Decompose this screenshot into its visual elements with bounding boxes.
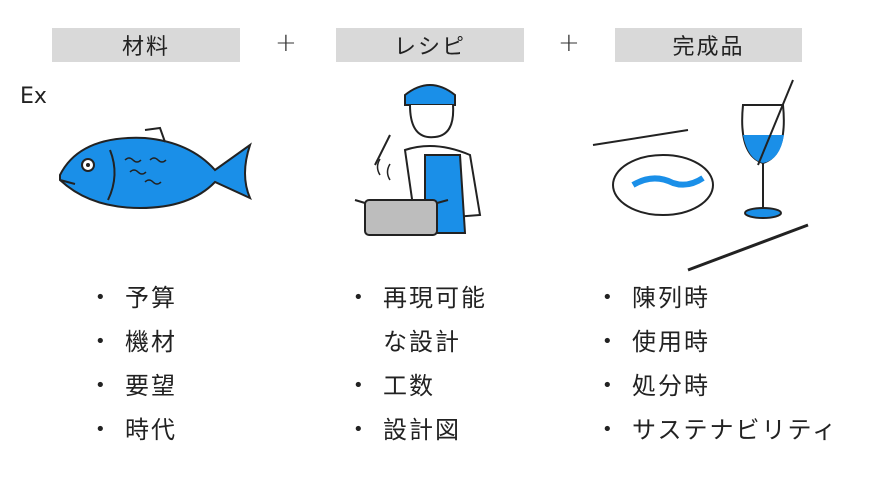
chef-cooking-illustration: [354, 84, 482, 236]
list-item: • 要望: [95, 370, 177, 414]
recipe-list: • 再現可能 な設計 • 工数 • 設計図: [353, 282, 487, 458]
item-text: 再現可能: [383, 284, 487, 312]
example-label: Ex: [20, 84, 47, 109]
list-item: • 設計図: [353, 414, 487, 458]
bullet: •: [95, 419, 108, 440]
item-text: サステナビリティ: [632, 416, 839, 444]
bullet: •: [602, 331, 615, 352]
plated-dish-illustration: [592, 79, 809, 272]
item-text: 使用時: [632, 328, 710, 356]
plus-sign: +: [558, 28, 580, 58]
header-ingredients: 材料: [52, 28, 240, 62]
list-item: • 陳列時: [602, 282, 838, 326]
list-item: • サステナビリティ: [602, 414, 838, 458]
list-item-continuation: な設計: [353, 326, 487, 370]
item-text: 要望: [125, 372, 177, 400]
bullet: •: [353, 287, 366, 308]
bullet: •: [602, 287, 615, 308]
list-item: • 機材: [95, 326, 177, 370]
ingredients-list: • 予算 • 機材 • 要望 • 時代: [95, 282, 177, 458]
list-item: • 再現可能: [353, 282, 487, 326]
item-text: 時代: [125, 416, 177, 444]
fish-illustration: [59, 126, 252, 210]
item-text: 機材: [125, 328, 177, 356]
item-text: 予算: [125, 284, 177, 312]
bullet: •: [95, 287, 108, 308]
bullet: •: [602, 419, 615, 440]
plus-sign: +: [275, 28, 297, 58]
header-finished-product: 完成品: [615, 28, 802, 62]
bullet: •: [353, 419, 366, 440]
bullet: •: [95, 375, 108, 396]
list-item: • 時代: [95, 414, 177, 458]
list-item: • 予算: [95, 282, 177, 326]
bullet: •: [95, 331, 108, 352]
finished-product-list: • 陳列時 • 使用時 • 処分時 • サステナビリティ: [602, 282, 838, 458]
item-text: 処分時: [632, 372, 710, 400]
bullet: •: [602, 375, 615, 396]
list-item: • 処分時: [602, 370, 838, 414]
header-recipe: レシピ: [336, 28, 524, 62]
item-text: 陳列時: [632, 284, 710, 312]
item-text: 工数: [383, 372, 435, 400]
item-text: な設計: [383, 328, 461, 356]
item-text: 設計図: [383, 416, 461, 444]
bullet: •: [353, 375, 366, 396]
list-item: • 使用時: [602, 326, 838, 370]
list-item: • 工数: [353, 370, 487, 414]
